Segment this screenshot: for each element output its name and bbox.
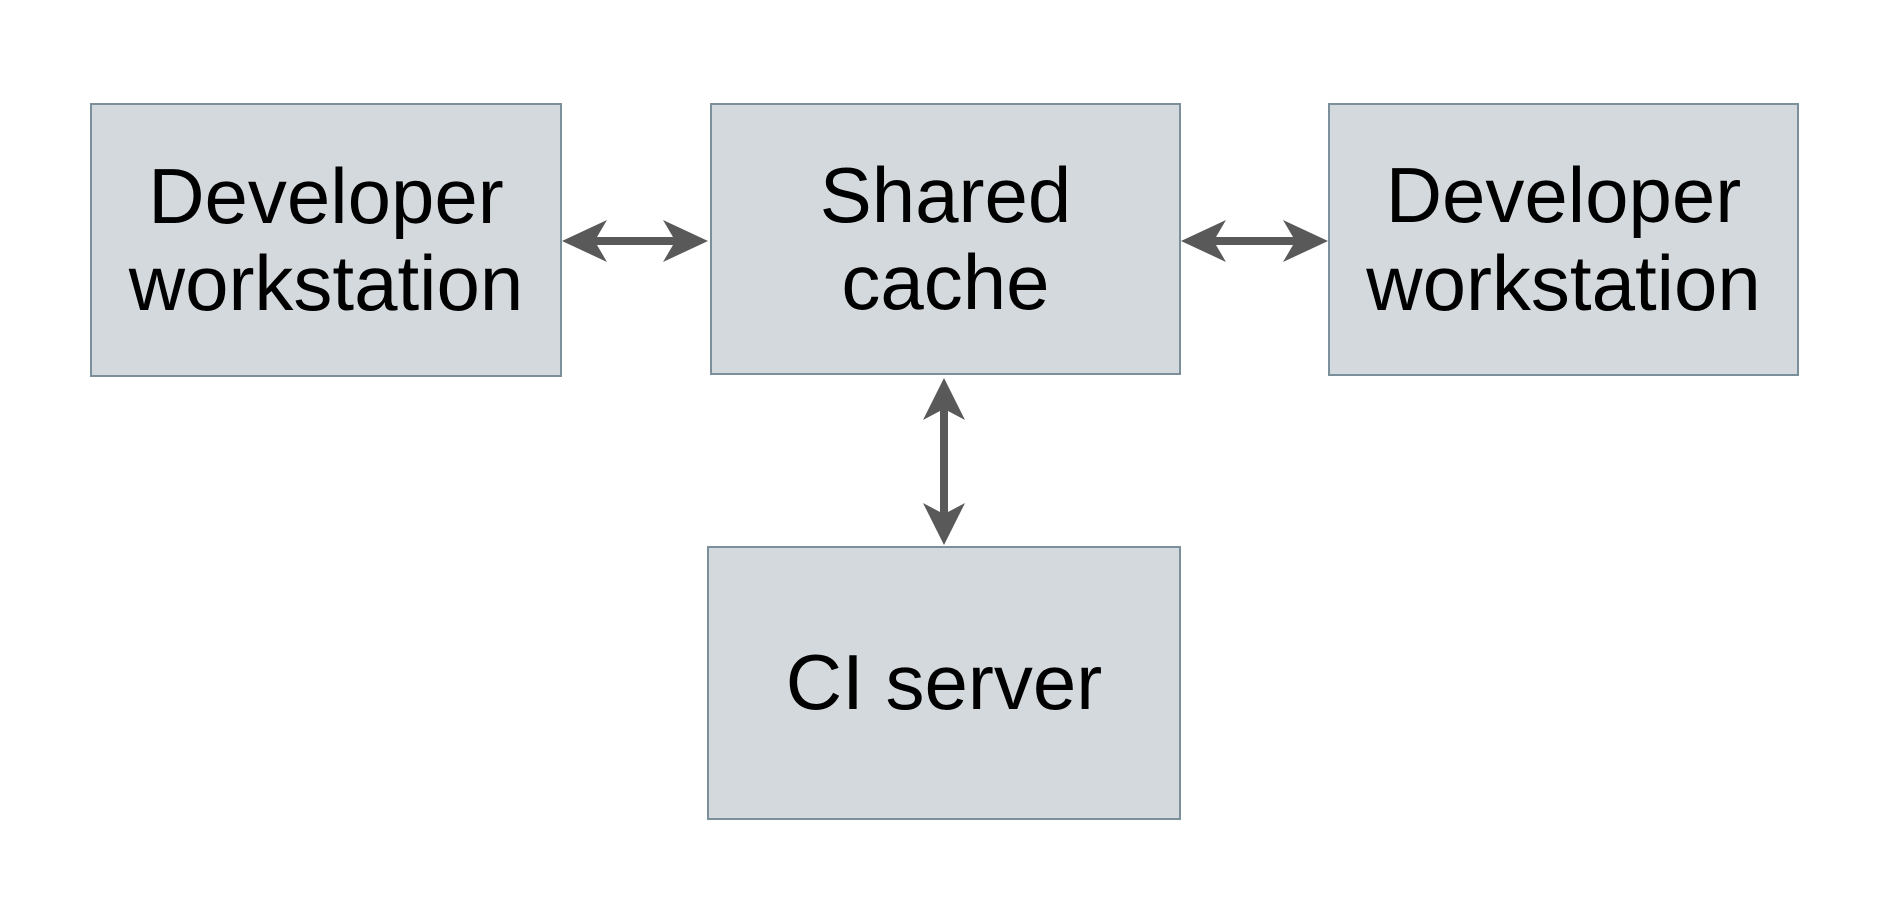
bidirectional-arrow-icon-right <box>1181 220 1328 262</box>
node-label-shared-cache: Shared cache <box>819 150 1072 326</box>
node-developer-workstation-right: Developer workstation <box>1328 103 1799 376</box>
node-ci-server: CI server <box>707 546 1181 820</box>
node-label-developer-workstation-left: Developer workstation <box>128 151 524 327</box>
node-label-ci-server: CI server <box>785 638 1103 727</box>
node-developer-workstation-left: Developer workstation <box>90 103 562 377</box>
bidirectional-arrow-icon-left <box>562 220 708 262</box>
node-shared-cache: Shared cache <box>710 103 1181 375</box>
node-label-developer-workstation-right: Developer workstation <box>1366 151 1761 327</box>
bidirectional-arrow-icon-vertical <box>923 378 965 545</box>
